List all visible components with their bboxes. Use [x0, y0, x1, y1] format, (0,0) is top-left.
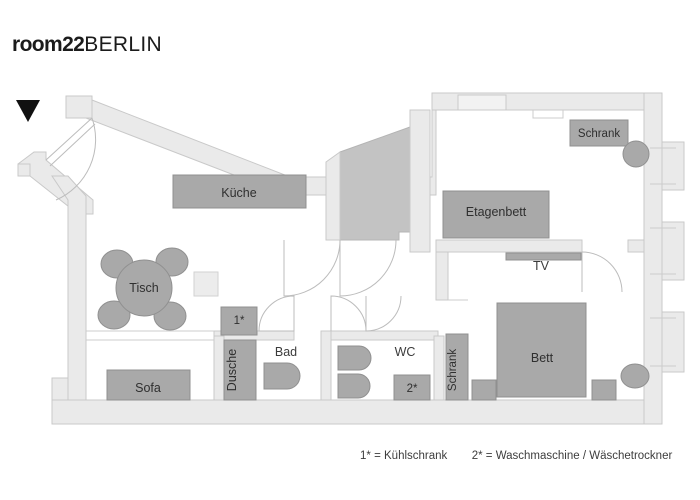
- closet-hall: [445, 333, 469, 401]
- legend-eq-2: =: [485, 450, 493, 462]
- nightstand-right: [591, 379, 617, 401]
- brand-name-light: BERLIN: [84, 33, 162, 56]
- bunk-bed: [442, 190, 550, 239]
- door-arc-bedroom: [581, 251, 623, 293]
- entrance-door-arc: [55, 117, 97, 201]
- label-wc: WC: [395, 345, 416, 359]
- central-shaft: [325, 109, 431, 253]
- shaft-body: [339, 126, 411, 241]
- label-tisch: Tisch: [129, 281, 158, 295]
- dining-set: Tisch: [97, 247, 219, 331]
- wall-bath-left: [213, 335, 225, 401]
- entrance-door-leaf: [45, 117, 93, 161]
- label-sofa: Sofa: [135, 381, 161, 395]
- label-bad: Bad: [275, 345, 297, 359]
- hall-edge-line: [86, 330, 214, 341]
- label-bett: Bett: [531, 351, 554, 365]
- sofa: [106, 369, 191, 401]
- kitchen-counter: [172, 174, 307, 209]
- nightstand-left: [471, 379, 497, 401]
- shaft-wall-left: [325, 151, 341, 241]
- bed: [496, 302, 587, 398]
- wall-bath-top-2: [328, 330, 439, 341]
- tv-unit: [505, 252, 582, 261]
- wardrobe-top: [569, 119, 629, 147]
- legend: 1* = Kühlschrank 2* = Waschmaschine / Wä…: [360, 450, 690, 462]
- window-top-left: [457, 94, 507, 111]
- door-arc-wc-2: [365, 295, 402, 332]
- chair-bottom-left: [97, 300, 131, 330]
- dining-table: [115, 259, 173, 317]
- label-marker-1: 1*: [234, 315, 245, 327]
- bedroom-plant: [620, 363, 650, 389]
- wall-wc-right: [433, 335, 445, 401]
- bath-sink: [263, 362, 301, 390]
- wall-right-niche-upper: [661, 141, 685, 191]
- legend-eq-1: =: [374, 450, 381, 462]
- wall-left-edge: [17, 163, 31, 177]
- bedroom-divider-walls: [435, 239, 645, 301]
- shaft-wall-right: [409, 109, 431, 253]
- wall-entrance-jamb: [65, 95, 93, 119]
- wc-sink: [337, 345, 372, 371]
- label-schrank-hall: Schrank: [447, 349, 459, 391]
- legend-key-1: 1*: [360, 450, 371, 462]
- floor-plan-drawing: .wall { fill:#eaeaea; stroke:#c9c9c9; st…: [16, 92, 685, 425]
- door-arc-hall-left: [283, 239, 341, 297]
- upper-bedroom-furniture: Etagenbett Schrank TV: [442, 119, 650, 273]
- wall-bad-wc-divider: [320, 330, 332, 401]
- label-etagenbett: Etagenbett: [466, 205, 527, 219]
- brand-logo: room22BERLIN: [12, 33, 162, 57]
- wall-bottom: [51, 399, 663, 425]
- window-line-upper: [650, 147, 676, 185]
- entrance-arrow-icon: [16, 100, 40, 122]
- shower: [223, 339, 257, 401]
- fridge-1star: [220, 306, 258, 336]
- bedroom-furniture: Bett: [471, 302, 650, 401]
- wall-left-long: [51, 175, 87, 401]
- window-line-lower: [650, 317, 676, 367]
- entrance-door-leaf2: [49, 123, 96, 167]
- wall-bedroom-divider-right: [627, 239, 645, 253]
- label-dusche: Dusche: [225, 349, 239, 391]
- window-notch-top: [532, 110, 564, 119]
- interior-door-arcs: [258, 239, 402, 332]
- label-tv: TV: [533, 259, 550, 273]
- legend-value-1: Kühlschrank: [384, 450, 448, 462]
- label-schrank-top: Schrank: [578, 128, 620, 140]
- legend-key-2: 2*: [471, 450, 483, 462]
- side-table: [193, 271, 219, 297]
- wall-bedroom-lower-stub: [435, 251, 449, 301]
- wall-bottom-left-joint: [51, 377, 69, 401]
- window-line-mid: [650, 227, 676, 275]
- door-arc-wc: [330, 295, 367, 332]
- wall-right-niche-lower: [661, 311, 685, 373]
- wall-right-niche-mid: [661, 221, 685, 281]
- label-kueche: Küche: [221, 186, 256, 200]
- bedroom-plant-top: [622, 140, 650, 168]
- wall-right: [643, 92, 663, 425]
- label-marker-2: 2*: [407, 383, 418, 395]
- door-arc-bad: [258, 295, 295, 332]
- legend-value-2: Waschmaschine / Wäschetrockner: [495, 450, 673, 462]
- wc-toilet: [337, 373, 371, 399]
- entrance-door-group: [45, 117, 97, 201]
- wall-bedroom-divider: [435, 239, 583, 253]
- washer-2star: [393, 374, 431, 401]
- window-niches-top: [457, 94, 564, 119]
- brand-name-bold: room22: [12, 33, 85, 56]
- door-arc-hall: [339, 239, 397, 297]
